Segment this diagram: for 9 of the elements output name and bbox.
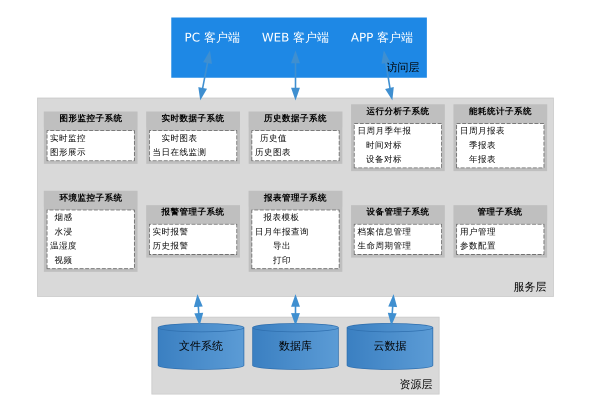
arrow [290, 50, 300, 100]
arrow [193, 294, 203, 326]
node-text: WEB 客户端 [261, 30, 329, 44]
node-text: APP 客户端 [350, 30, 413, 44]
arrow [198, 50, 212, 100]
node-text: PC 客户端 [184, 30, 240, 44]
arrow [387, 294, 397, 326]
arrow [290, 294, 300, 326]
arrow [380, 50, 394, 100]
